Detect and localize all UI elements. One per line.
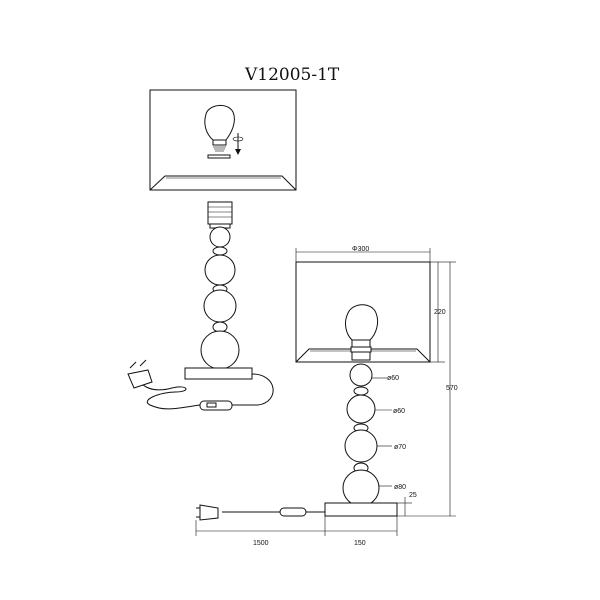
inline-switch-assembled: [279, 507, 307, 517]
dim-shade-diameter: Φ300: [352, 246, 369, 253]
lamp-body-exploded: [184, 201, 253, 380]
dim-base-height: 25: [409, 492, 417, 499]
base-assembled: [324, 502, 398, 517]
ball-1: [209, 226, 231, 248]
ball-2: [204, 254, 236, 286]
shade-assembled: [295, 261, 431, 363]
power-cord-exploded: [127, 359, 274, 411]
dim-ball-1: ø60: [387, 375, 399, 382]
base: [184, 367, 253, 380]
bulb-assembled: [344, 304, 379, 341]
ball-4: [200, 330, 240, 370]
dim-base-width: 150: [354, 540, 366, 547]
dim-cord-length: 1500: [253, 540, 269, 547]
plug-icon: [127, 369, 153, 389]
model-title: V12005-1T: [244, 65, 340, 85]
plug-assembled: [199, 504, 219, 521]
dim-shade-height: 220: [434, 309, 446, 316]
dim-ball-2: ø60: [393, 408, 405, 415]
shade-exploded-view: [149, 89, 297, 191]
cord-assembled: [196, 504, 325, 521]
bulb-icon: [204, 105, 235, 159]
lamp-assembled-view: [295, 261, 431, 517]
ball-3: [203, 289, 237, 323]
dimension-lines: [195, 248, 456, 536]
dim-total-height: 570: [446, 385, 458, 392]
shade-outline: [149, 89, 297, 191]
dim-ball-3: ø70: [394, 444, 406, 451]
socket-thread: [207, 201, 233, 225]
rotate-arrow-icon: [232, 133, 244, 155]
dim-ball-4: ø80: [394, 484, 406, 491]
